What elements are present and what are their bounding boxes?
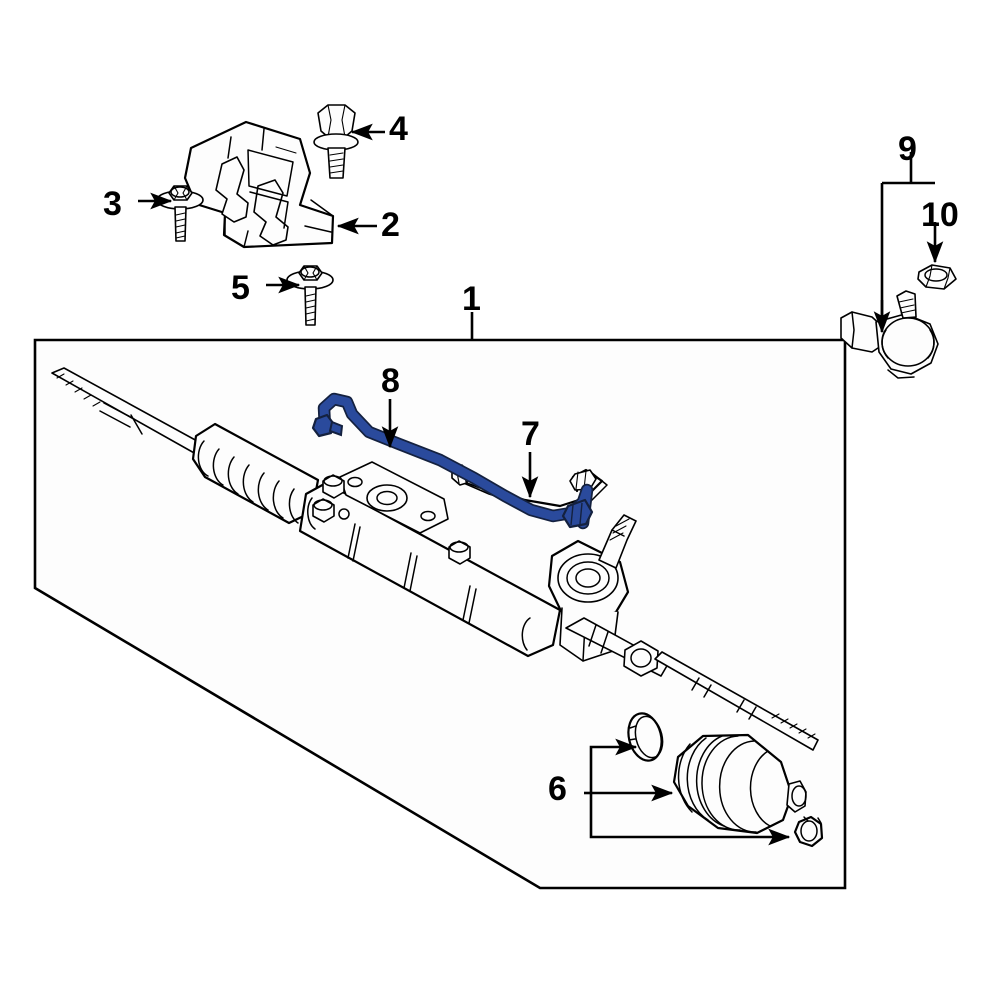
- callout-label-7: 7: [521, 415, 540, 453]
- left-bellows-boot: [191, 422, 320, 525]
- part-10-tie-rod-nut: [917, 264, 957, 290]
- part-8-hydraulic-pressure-tube: [311, 392, 594, 530]
- part-5-mounting-bolt: [286, 265, 334, 326]
- callout-label-9: 9: [898, 130, 917, 168]
- callout-label-5: 5: [231, 269, 250, 307]
- callout-label-1: 1: [462, 280, 481, 318]
- steering-rack-assembly: [51, 367, 824, 848]
- callout-label-10: 10: [921, 196, 959, 234]
- pinion-valve-housing: [547, 514, 637, 662]
- leader-6-top: [589, 738, 638, 793]
- leader-6-bottom: [589, 793, 791, 846]
- part-3-mounting-bolt: [156, 185, 204, 242]
- part-6-bellows-boot-kit: [627, 712, 824, 848]
- callout-leaders: [138, 123, 944, 846]
- callout-label-8: 8: [381, 362, 400, 400]
- callout-label-2: 2: [381, 206, 400, 244]
- part-4-flange-bolt: [313, 104, 359, 179]
- part-2-mounting-bracket: [183, 120, 335, 249]
- callout-label-4: 4: [389, 110, 408, 148]
- callout-label-3: 3: [103, 185, 122, 223]
- callout-label-6: 6: [548, 770, 567, 808]
- part-9-outer-tie-rod-end: [840, 290, 939, 379]
